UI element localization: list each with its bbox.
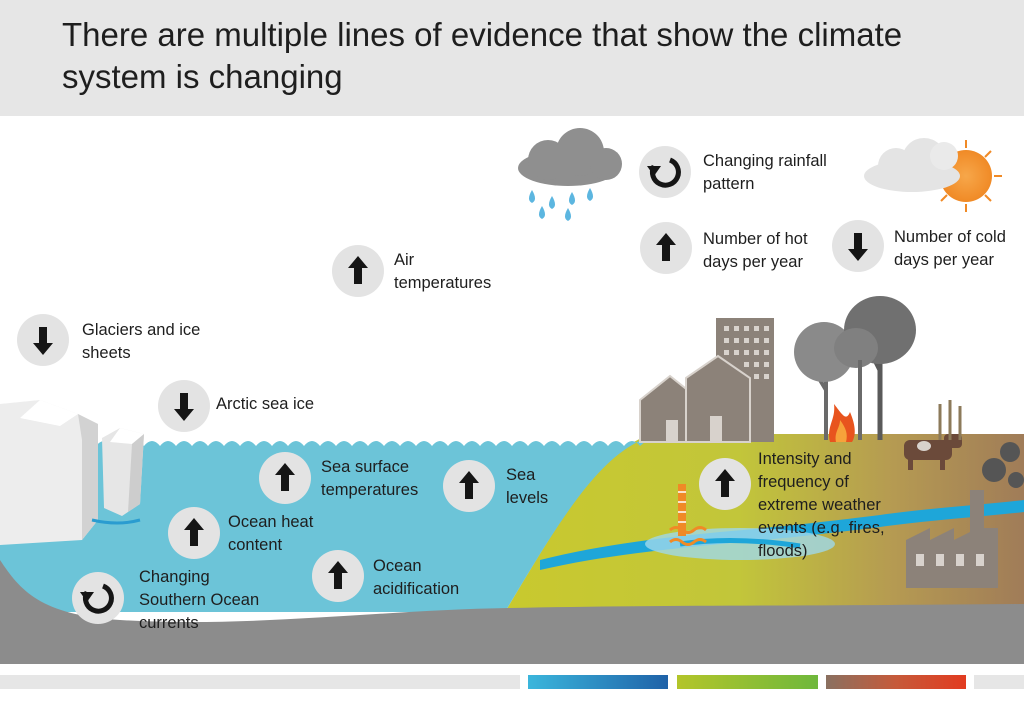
sea-surface-temperatures-label: Sea surface temperatures	[321, 458, 419, 499]
rainfall-cycle-arrow-icon	[639, 146, 691, 198]
sea-levels-arrow-up-icon	[443, 460, 495, 512]
ocean-currents-label: Changing Southern Ocean currents	[139, 568, 260, 632]
glaciers-label: Glaciers and ice sheets	[82, 321, 201, 362]
bushfire	[829, 404, 855, 442]
buildings	[639, 318, 774, 443]
arctic-sea-ice-label: Arctic sea ice	[216, 395, 315, 413]
factory	[906, 490, 998, 588]
trees	[794, 296, 916, 440]
arctic-sea-ice-arrow-down-icon	[158, 380, 210, 432]
cold-days-arrow-down-icon	[832, 220, 884, 272]
ocean-heat-label: Ocean heat content	[228, 513, 314, 554]
extreme-weather-label: Intensity and frequency of extreme weath…	[758, 450, 885, 560]
flood-lake	[645, 528, 835, 560]
footer-bar-end	[974, 675, 1024, 689]
sun-cloud	[864, 138, 1002, 212]
ocean-acidification-arrow-up-icon	[312, 550, 364, 602]
land	[505, 434, 1024, 612]
cold-days-label: Number of cold days per year	[894, 228, 1006, 269]
smoke	[982, 442, 1024, 488]
rainfall-label: Changing rainfall pattern	[703, 152, 827, 193]
legend-ocean-bar	[528, 675, 668, 689]
footer-bar	[0, 675, 520, 689]
ocean-heat-arrow-up-icon	[168, 507, 220, 559]
extreme-weather-arrow-up-icon	[699, 458, 751, 510]
ocean-currents-cycle-arrow-icon	[72, 572, 124, 624]
cow	[904, 434, 962, 470]
glaciers-arrow-down-icon	[17, 314, 69, 366]
ocean-acidification-label: Ocean acidification	[373, 557, 460, 598]
air-temperatures-label: Air temperatures	[394, 251, 492, 292]
wheat	[938, 400, 962, 440]
header-band	[0, 0, 1024, 116]
hot-days-arrow-up-icon	[640, 222, 692, 274]
page-title: There are multiple lines of evidence tha…	[62, 16, 903, 95]
air-temperatures-arrow-up-icon	[332, 245, 384, 297]
sea-levels-label: Sea levels	[506, 466, 549, 507]
glacier	[0, 400, 98, 545]
sea-surface-temperatures-arrow-up-icon	[259, 452, 311, 504]
rain-cloud	[518, 128, 622, 221]
legend-human-bar	[826, 675, 966, 689]
hot-days-label: Number of hot days per year	[703, 230, 808, 271]
seabed	[0, 560, 1024, 664]
legend-land-bar	[677, 675, 818, 689]
flood-gauge	[669, 484, 707, 546]
